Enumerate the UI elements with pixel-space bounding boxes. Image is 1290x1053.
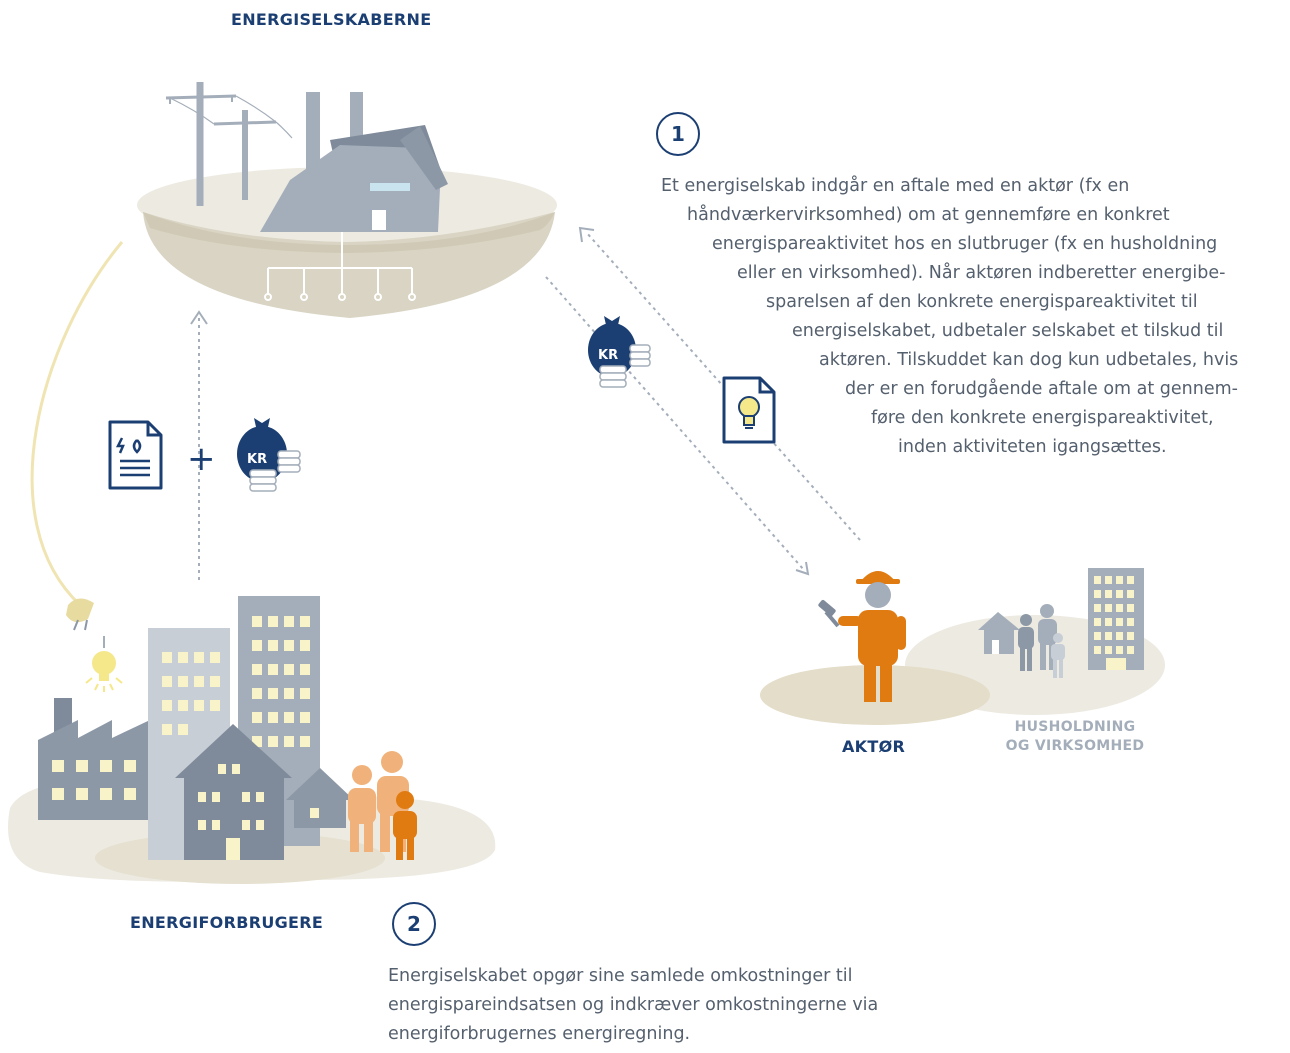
household-house-icon [978, 612, 1020, 654]
step-2-description: Energiselskabet opgør sine samlede omkos… [388, 962, 1268, 1049]
savings-report-icon [722, 376, 776, 444]
household-business-label: HUSHOLDNING OG VIRKSOMHED [1005, 719, 1145, 754]
step-1-line: der er en forudgående aftale om at genne… [845, 379, 1238, 399]
actor-label: AKTØR [842, 737, 906, 756]
step-1-line: energiselskabet, udbetaler selskabet et … [792, 321, 1224, 341]
step-2-badge: 2 [392, 902, 436, 946]
factory-icon [260, 92, 448, 232]
step-1-badge: 1 [656, 112, 700, 156]
step-1-line: håndværkervirksomhed) om at gennemføre e… [687, 205, 1170, 225]
small-house [286, 768, 354, 828]
consumers-label: ENERGIFORBRUGERE [130, 913, 324, 932]
step-1-line: føre den konkrete energispareaktivitet, [871, 408, 1214, 428]
step-1-line: energispareaktivitet hos en slutbruger (… [712, 234, 1218, 254]
step-2-line: energispareindsatsen og indkræver omkost… [388, 995, 879, 1015]
step-2-line: energiforbrugernes energiregning. [388, 1024, 691, 1044]
office-building-icon [1088, 568, 1144, 670]
money-bag-text: KR [598, 348, 618, 363]
plug-icon [66, 598, 94, 631]
household-people-icon [1018, 604, 1065, 678]
step-1-description: Et energiselskab indgår en aftale med en… [0, 172, 1290, 462]
step-1-line: Et energiselskab indgår en aftale med en… [661, 176, 1130, 196]
step-2-line: Energiselskabet opgør sine samlede omkos… [388, 966, 853, 986]
svg-text:KR: KR [247, 452, 267, 467]
consumer-factory [38, 698, 150, 820]
energy-bill-icon [108, 420, 163, 490]
arrow-consumers-to-company [190, 310, 208, 580]
power-pylons [165, 82, 293, 206]
money-bag-icon-transfer: KR [588, 316, 651, 388]
energy-companies-label: ENERGISELSKABERNE [231, 10, 432, 29]
power-cable [30, 241, 124, 607]
step-1-line: eller en virksomhed). Når aktøren indber… [737, 263, 1226, 283]
worker-icon [818, 571, 906, 702]
arrow-company-to-actor [545, 276, 810, 576]
plus-sign: + [187, 439, 216, 479]
light-bulb-icon [85, 636, 123, 692]
consumer-house [175, 724, 292, 860]
money-bag-icon-bill: KR [237, 418, 301, 492]
family-icon [348, 751, 417, 860]
step-1-line: sparelsen af den konkrete energispareakt… [766, 292, 1198, 312]
step-1-line: inden aktiviteten igangsættes. [898, 437, 1167, 457]
step-1-line: aktøren. Tilskuddet kan dog kun udbetale… [819, 350, 1239, 370]
arrow-actor-to-company [578, 226, 861, 541]
